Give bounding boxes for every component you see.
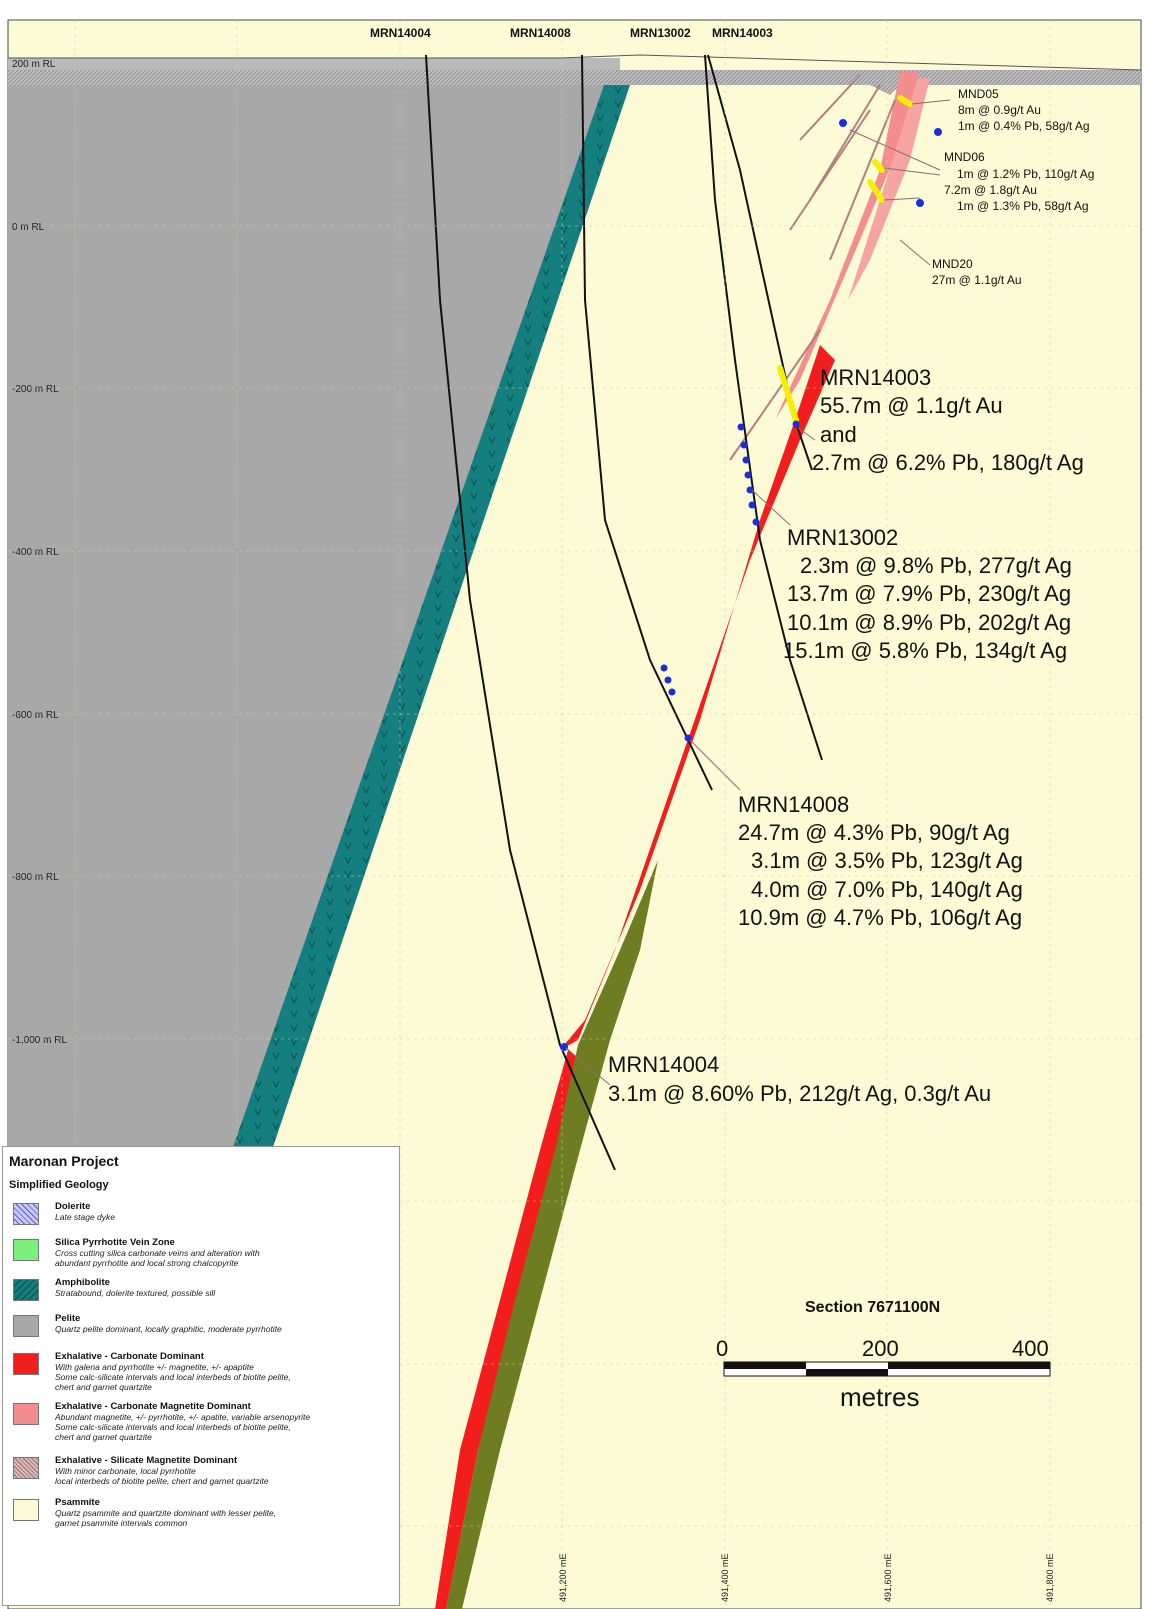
legend-subtitle: Simplified Geology (9, 1179, 109, 1191)
legend-item-desc: With minor carbonate, local pyrrhotite l… (55, 1466, 269, 1486)
legend-swatch (13, 1279, 39, 1301)
annotation-mrn14004: MRN14004 3.1m @ 8.60% Pb, 212g/t Ag, 0.3… (608, 1052, 991, 1106)
legend-item-name: Exhalative - Carbonate Dominant (55, 1351, 204, 1362)
legend-item-desc: Cross cutting silica carbonate veins and… (55, 1248, 260, 1268)
svg-text:1m @ 1.2% Pb, 110g/t Ag: 1m @ 1.2% Pb, 110g/t Ag (957, 167, 1094, 181)
svg-text:1m @ 1.3% Pb, 58g/t Ag: 1m @ 1.3% Pb, 58g/t Ag (957, 199, 1089, 213)
rl-label: 200 m RL (12, 59, 56, 70)
hole-header: MRN14004 (370, 26, 431, 40)
svg-text:MRN14008: MRN14008 (738, 792, 849, 817)
amphibolite-unit (232, 85, 630, 1150)
legend-swatch (13, 1457, 39, 1479)
carbonate-dominant-lens-tail (435, 1050, 580, 1609)
svg-text:13.7m @ 7.9% Pb, 230g/t Ag: 13.7m @ 7.9% Pb, 230g/t Ag (787, 581, 1071, 606)
legend-swatch (13, 1403, 39, 1425)
drill-hole-mrn14004 (425, 54, 616, 1171)
scale-unit: metres (840, 1382, 919, 1412)
legend-item-name: Silica Pyrrhotite Vein Zone (55, 1237, 175, 1248)
svg-text:MRN13002: MRN13002 (787, 525, 898, 550)
leader-lines (565, 99, 951, 1086)
lower-olive-unit (446, 860, 658, 1609)
svg-text:and: and (820, 422, 857, 447)
pelite-unit (8, 85, 626, 1150)
rl-label: -600 m RL (12, 710, 59, 721)
drill-hole-mrn14008 (581, 54, 713, 791)
scale-bar: 0 200 400 metres (716, 1336, 1051, 1412)
rl-label: -200 m RL (12, 384, 59, 395)
svg-text:MRN14004: MRN14004 (608, 1052, 719, 1077)
easting-label: 491,600 mE (883, 1553, 893, 1602)
carbonate-magnetite-lens-2 (848, 78, 930, 300)
annotation-mnd06: MND06 1m @ 1.2% Pb, 110g/t Ag 7.2m @ 1.8… (944, 150, 1094, 213)
annotation-mrn13002: MRN13002 2.3m @ 9.8% Pb, 277g/t Ag 13.7m… (783, 525, 1072, 663)
legend-item-name: Pelite (55, 1313, 81, 1324)
drill-hole-traces (425, 54, 823, 1171)
annotation-mnd20: MND20 27m @ 1.1g/t Au (932, 257, 1022, 287)
svg-text:1m @ 0.4% Pb, 58g/t Ag: 1m @ 0.4% Pb, 58g/t Ag (958, 119, 1090, 133)
drill-hole-mrn14003 (707, 54, 813, 471)
svg-text:2.3m @ 9.8% Pb, 277g/t Ag: 2.3m @ 9.8% Pb, 277g/t Ag (800, 553, 1072, 578)
svg-text:3.1m @ 8.60% Pb, 212g/t Ag, 0.: 3.1m @ 8.60% Pb, 212g/t Ag, 0.3g/t Au (608, 1081, 991, 1106)
svg-text:7.2m @ 1.8g/t Au: 7.2m @ 1.8g/t Au (944, 183, 1037, 197)
easting-label: 491,800 mE (1045, 1553, 1055, 1602)
svg-text:24.7m @ 4.3% Pb, 90g/t Ag: 24.7m @ 4.3% Pb, 90g/t Ag (738, 820, 1010, 845)
legend-item-desc: Quartz pelite dominant, locally graphiti… (55, 1324, 282, 1334)
legend-swatch (13, 1203, 39, 1225)
legend-item-name: Dolerite (55, 1201, 91, 1212)
legend-item-desc: With galena and pyrrhotite +/- magnetite… (55, 1362, 291, 1392)
gold-intercepts (777, 95, 913, 423)
svg-text:10.9m @ 4.7% Pb, 106g/t Ag: 10.9m @ 4.7% Pb, 106g/t Ag (738, 905, 1022, 930)
hole-header: MRN14008 (510, 26, 571, 40)
legend-swatch (13, 1315, 39, 1337)
rl-label: -1,000 m RL (12, 1035, 67, 1046)
annotation-mnd05: MND05 8m @ 0.9g/t Au 1m @ 0.4% Pb, 58g/t… (958, 87, 1090, 133)
rl-label: -400 m RL (12, 547, 59, 558)
svg-text:8m @ 0.9g/t Au: 8m @ 0.9g/t Au (958, 103, 1041, 117)
svg-text:3.1m @ 3.5% Pb, 123g/t Ag: 3.1m @ 3.5% Pb, 123g/t Ag (751, 848, 1023, 873)
legend-item-name: Exhalative - Silicate Magnetite Dominant (55, 1455, 238, 1466)
hole-header: MRN14003 (712, 26, 773, 40)
easting-label: 491,200 mE (558, 1553, 568, 1602)
svg-text:4.0m @ 7.0% Pb, 140g/t Ag: 4.0m @ 7.0% Pb, 140g/t Ag (751, 877, 1023, 902)
svg-text:MRN14003: MRN14003 (820, 365, 931, 390)
hole-header: MRN13002 (630, 26, 691, 40)
legend-item-desc: Stratabound, dolerite textured, possible… (55, 1288, 216, 1298)
legend-item-desc: Late stage dyke (55, 1212, 116, 1222)
scale-tick: 0 (716, 1336, 728, 1361)
legend-item-desc: Abundant magnetite, +/- pyrrhotite, +/- … (55, 1412, 311, 1442)
easting-label: 491,400 mE (720, 1553, 730, 1602)
svg-text:55.7m @ 1.1g/t Au: 55.7m @ 1.1g/t Au (820, 393, 1003, 418)
annotation-mrn14003: MRN14003 55.7m @ 1.1g/t Au and 2.7m @ 6.… (812, 365, 1084, 475)
svg-text:10.1m @ 8.9% Pb, 202g/t Ag: 10.1m @ 8.9% Pb, 202g/t Ag (787, 610, 1071, 635)
svg-text:27m @ 1.1g/t Au: 27m @ 1.1g/t Au (932, 273, 1022, 287)
legend-swatch (13, 1353, 39, 1375)
legend-swatch (13, 1239, 39, 1261)
legend-item-name: Exhalative - Carbonate Magnetite Dominan… (55, 1401, 251, 1412)
legend-item-desc: Quartz psammite and quartzite dominant w… (55, 1508, 277, 1528)
drill-hole-mrn13002 (704, 54, 823, 761)
legend-title: Maronan Project (9, 1153, 119, 1169)
svg-text:MND06: MND06 (944, 150, 985, 164)
rl-label: 0 m RL (12, 222, 45, 233)
legend-item-name: Psammite (55, 1497, 100, 1508)
legend-panel: Maronan Project Simplified Geology Doler… (2, 1146, 400, 1606)
svg-text:2.7m @ 6.2% Pb, 180g/t Ag: 2.7m @ 6.2% Pb, 180g/t Ag (812, 450, 1084, 475)
scale-tick: 200 (862, 1336, 899, 1361)
surface-line (8, 54, 1142, 71)
svg-text:15.1m @ 5.8% Pb, 134g/t Ag: 15.1m @ 5.8% Pb, 134g/t Ag (783, 638, 1067, 663)
rl-label: -800 m RL (12, 872, 59, 883)
section-title: Section 7671100N (805, 1299, 940, 1316)
svg-text:MND20: MND20 (932, 257, 973, 271)
surface-cover-pelite (8, 58, 620, 70)
legend-swatch (13, 1499, 39, 1521)
rl-labels: 200 m RL 0 m RL -200 m RL -400 m RL -600… (12, 59, 67, 1046)
scale-tick: 400 (1012, 1336, 1049, 1361)
carbonate-magnetite-lens (775, 72, 918, 420)
annotation-mrn14008: MRN14008 24.7m @ 4.3% Pb, 90g/t Ag 3.1m … (738, 792, 1023, 930)
carbonate-dominant-lens (560, 345, 835, 1050)
svg-text:MND05: MND05 (958, 87, 999, 101)
legend-item-name: Amphibolite (55, 1277, 110, 1288)
